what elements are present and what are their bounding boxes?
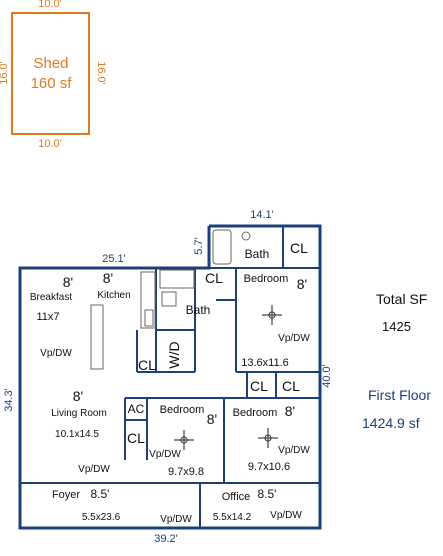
living-size: 10.1x14.5 [55, 429, 99, 440]
shed-dim-right: 16.0' [95, 61, 107, 85]
bedroom-se-ceiling: 8' [285, 403, 295, 419]
fan-icon-se [258, 428, 278, 448]
office-size: 5.5x14.2 [213, 512, 252, 523]
bath-main-name: Bath [186, 303, 211, 317]
closet-label-hall-2: CL [282, 378, 300, 394]
shed-area: 160 sf [31, 75, 73, 92]
closet-label-bath: CL [205, 270, 223, 286]
breakfast-size: 11x7 [36, 311, 59, 323]
kitchen-fixtures [90, 229, 251, 370]
dim-top-right: 14.1' [250, 209, 274, 221]
bedroom-ne-ceiling: 8' [297, 276, 307, 292]
bedroom-ne-size: 13.6x11.6 [241, 357, 289, 369]
bedroom-se-name: Bedroom [233, 407, 278, 419]
first-floor-value: 1424.9 sf [362, 415, 420, 431]
bath-upper-name: Bath [245, 247, 270, 261]
foyer-name: Foyer [52, 489, 80, 501]
dim-right-side: 40.0' [321, 364, 333, 388]
living-vp: Vp/DW [78, 464, 110, 475]
shed-outline [11, 12, 90, 135]
kitchen-name: Kitchen [97, 290, 130, 301]
breakfast-name: Breakfast [30, 292, 72, 303]
office-name: Office [222, 491, 251, 503]
ac-label: AC [128, 402, 145, 416]
breakfast-ceiling: 8' [63, 274, 73, 290]
interior-walls [20, 226, 320, 528]
living-ceiling: 8' [73, 388, 83, 404]
dim-left-side: 34.3' [3, 388, 15, 412]
first-floor-label: First Floor [368, 387, 431, 403]
closet-label-kitchen: CL [138, 357, 156, 373]
kitchen-ceiling: 8' [103, 270, 113, 286]
washer-dryer-label: W/D [166, 341, 182, 368]
fan-icon-mid [174, 430, 194, 450]
breakfast-vp: Vp/DW [40, 348, 72, 359]
bedroom-ne-vp: Vp/DW [278, 333, 310, 344]
closet-label-upper: CL [290, 240, 308, 256]
bedroom-se-vp: Vp/DW [278, 445, 310, 456]
shed-dim-bottom: 10.0' [38, 138, 62, 150]
foyer-size: 5.5x23.6 [82, 512, 121, 523]
total-sf-value: 1425 [382, 319, 411, 334]
bedroom-ne-name: Bedroom [244, 273, 289, 285]
living-name: Living Room [51, 408, 107, 419]
closet-label-hall-1: CL [250, 378, 268, 394]
office-ceiling: 8.5' [258, 487, 277, 501]
bedroom-mid-name: Bedroom [160, 404, 205, 416]
fan-icon-ne [262, 305, 282, 325]
office-vp: Vp/DW [270, 510, 302, 521]
foyer-ceiling: 8.5' [91, 487, 110, 501]
dim-top-left: 25.1' [102, 253, 126, 265]
foyer-vp: Vp/DW [160, 514, 192, 525]
bedroom-mid-size: 9.7x9.8 [168, 466, 204, 478]
shed-dim-top: 10.0' [38, 0, 62, 10]
shed-dim-left: 16.0' [0, 61, 10, 85]
shed-name: Shed [33, 55, 68, 72]
bedroom-mid-ceiling: 8' [207, 411, 217, 427]
dim-bottom: 39.2' [154, 533, 178, 545]
bedroom-mid-vp: Vp/DW [149, 449, 181, 460]
bedroom-se-size: 9.7x10.6 [248, 461, 290, 473]
total-sf-label: Total SF [376, 291, 427, 307]
dim-bath-height: 5.7' [193, 237, 205, 254]
closet-label-mid: CL [127, 430, 145, 446]
